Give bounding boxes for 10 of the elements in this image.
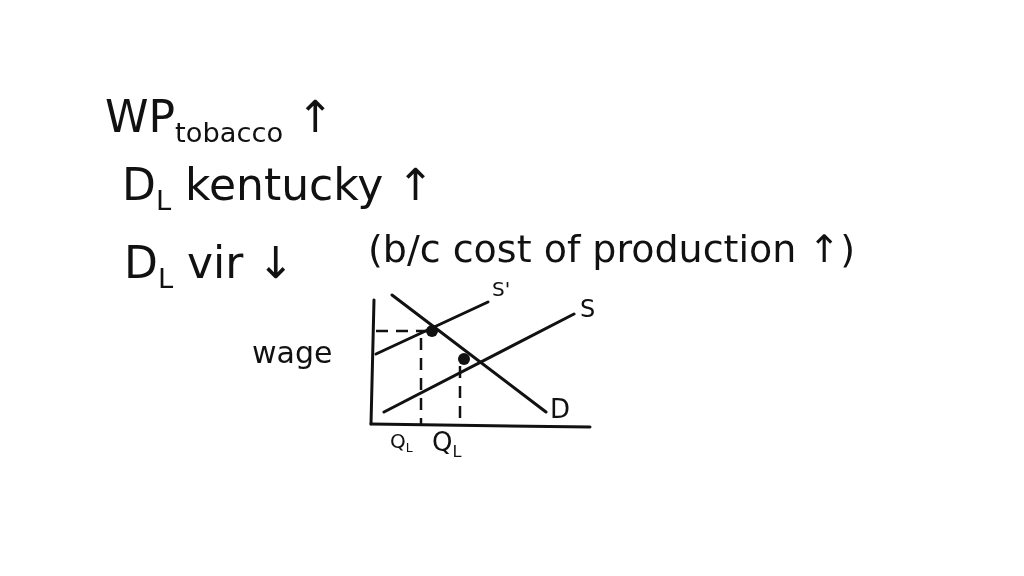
axis-label: wage <box>252 336 333 371</box>
note-text: D$_{L}$ kentucky ↑ <box>122 160 435 216</box>
curve-label: D <box>550 395 571 425</box>
note-text: D$_{L}$ vir ↓ <box>124 238 295 294</box>
tick-label: Q$_{L}$ <box>432 428 462 462</box>
note-text: WP$_{tobacco}$ ↑ <box>105 92 334 148</box>
curve-label: S' <box>492 278 511 301</box>
tick-label: Q$_{L}$ <box>390 430 413 456</box>
curve-label: S <box>580 296 596 324</box>
note-text: (b/c cost of production ↑) <box>368 228 856 272</box>
